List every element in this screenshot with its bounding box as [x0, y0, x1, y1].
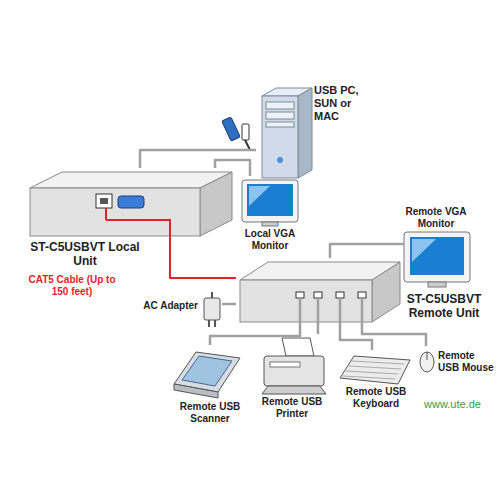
device-label: AC Adapter: [140, 300, 198, 312]
remote-monitor: [404, 232, 470, 287]
device-label: ST-C5USBVT Local Unit: [30, 240, 140, 268]
cable: [340, 324, 372, 350]
cable: [362, 324, 426, 346]
adapter-node: AC Adapter: [140, 288, 222, 332]
device-label: ST-C5USBVT Remote Unit: [398, 292, 490, 320]
device-node: Remote USB Scanner: [168, 345, 248, 427]
device-label: Remote VGA Monitor: [394, 206, 478, 230]
ac-adapter: [204, 292, 220, 327]
local-monitor: [242, 180, 298, 226]
cable-label: CAT5 Cable (Up to 150 feet): [22, 274, 122, 298]
cat5-cable: [170, 272, 236, 278]
device-node: Remote USB Keyboard: [336, 350, 416, 412]
scanner: [174, 352, 240, 398]
port-stubs: [300, 298, 362, 324]
remote-unit-node: ST-C5USBVT Remote Unit: [236, 258, 492, 324]
cable: [317, 324, 320, 334]
monitor-node: Local VGA Monitor: [238, 176, 302, 258]
device-node: Remote USB Printer: [256, 334, 328, 422]
cable: [215, 160, 250, 176]
device-label: Remote USB Printer: [256, 396, 328, 420]
watermark: www.ute.de: [424, 398, 481, 410]
local-unit-box: [30, 172, 232, 236]
device-label: Remote USB Scanner: [176, 401, 244, 425]
keyboard: [340, 356, 410, 384]
pc-tower: [262, 88, 312, 178]
monitor-node: Remote VGA Monitor: [394, 206, 478, 290]
mouse: [420, 352, 434, 372]
cable: [210, 324, 300, 345]
cable: [222, 303, 236, 306]
cable-plugs: [222, 117, 250, 150]
device-node: Remote USB Mouse: [418, 346, 494, 386]
device-label: Remote USB Mouse: [438, 350, 494, 374]
device-label: USB PC, SUN or MAC: [314, 84, 378, 123]
printer: [262, 338, 326, 394]
remote-unit-box: [240, 262, 400, 322]
monitor-cable-stub: [394, 243, 404, 246]
device-label: Remote USB Keyboard: [336, 386, 416, 410]
cable: [330, 244, 394, 258]
local-unit-node: ST-C5USBVT Local Unit: [26, 168, 234, 272]
pc-node: USB PC, SUN or MAC: [256, 84, 380, 182]
device-label: Local VGA Monitor: [238, 228, 302, 252]
cat5-stub: [105, 208, 107, 220]
